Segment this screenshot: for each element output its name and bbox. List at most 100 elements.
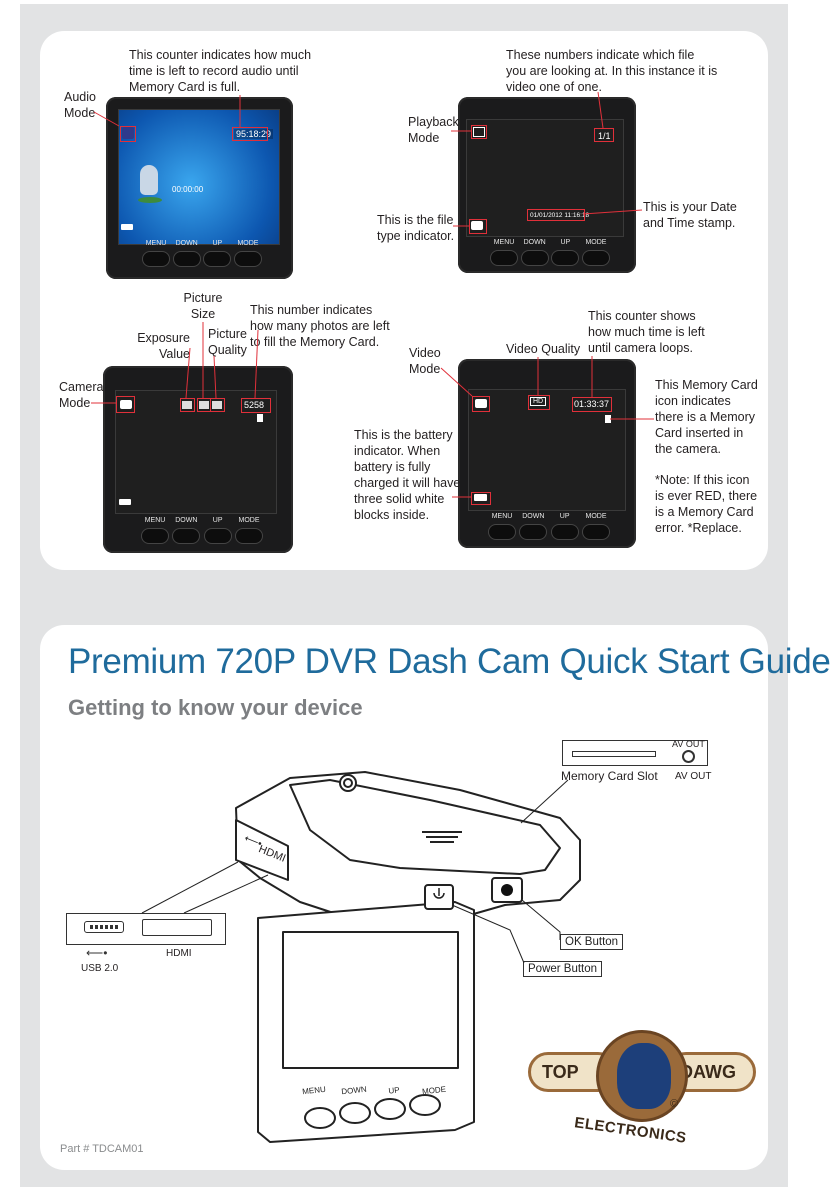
picture-quality-label: Picture Quality bbox=[208, 327, 247, 357]
up-label: UP bbox=[212, 517, 223, 524]
file-type-note: This is the file type indicator. bbox=[377, 213, 455, 243]
file-type-highlight bbox=[469, 219, 487, 234]
mode-button[interactable] bbox=[233, 251, 262, 267]
av-out-jack-icon bbox=[682, 750, 695, 763]
menu-label: MENU bbox=[144, 517, 166, 524]
menu-label: MENU bbox=[491, 513, 513, 520]
av-out-label: AV OUT bbox=[675, 771, 712, 782]
video-quality-highlight bbox=[528, 395, 550, 410]
video-button-labels: MENU DOWN UP MODE bbox=[488, 513, 610, 520]
battery-highlight bbox=[471, 492, 491, 505]
camera-mode-device: 5258 MENU DOWN UP MODE bbox=[103, 366, 293, 553]
playback-counter-readout: 1/1 bbox=[598, 131, 611, 141]
audio-time-highlight bbox=[232, 127, 268, 141]
memory-card-icon bbox=[257, 414, 263, 422]
down-label: DOWN bbox=[522, 513, 545, 520]
up-button[interactable] bbox=[551, 250, 580, 266]
down-label: DOWN bbox=[523, 239, 546, 246]
photos-left-note: This number indicates how many photos ar… bbox=[250, 303, 390, 349]
picture-quality-icon bbox=[212, 401, 222, 409]
mode-button[interactable] bbox=[581, 250, 610, 266]
battery-icon bbox=[121, 224, 133, 230]
flap-button-labels: MENU DOWN UP MODE bbox=[300, 1084, 448, 1097]
menu-label: MENU bbox=[493, 239, 515, 246]
video-mode-device: HD 01:33:37 MENU DOWN UP MODE bbox=[458, 359, 636, 548]
menu-button[interactable] bbox=[490, 250, 518, 266]
battery-icon bbox=[474, 494, 487, 501]
camera-screen bbox=[115, 390, 277, 514]
exposure-highlight bbox=[180, 398, 195, 412]
loop-time-highlight bbox=[572, 397, 612, 412]
video-mode-label: Video Mode bbox=[409, 346, 441, 376]
hdmi-port-icon bbox=[142, 919, 212, 936]
mode-label: MODE bbox=[238, 517, 260, 524]
down-label: DOWN bbox=[175, 517, 198, 524]
up-label: UP bbox=[387, 1085, 401, 1096]
mode-button[interactable] bbox=[234, 528, 263, 544]
usb-port-icon bbox=[84, 921, 124, 933]
audio-mode-highlight bbox=[120, 126, 136, 142]
top-dawg-logo: TOP DAWG ELECTRONICS © bbox=[528, 1030, 756, 1160]
menu-button[interactable] bbox=[488, 524, 516, 540]
menu-label: MENU bbox=[301, 1084, 327, 1097]
microphone-icon bbox=[140, 165, 158, 195]
playback-mode-label: Playback Mode bbox=[408, 115, 459, 145]
photo-count-readout: 5258 bbox=[244, 400, 265, 410]
logo-top-text: TOP bbox=[542, 1062, 579, 1082]
photo-count-highlight bbox=[241, 398, 271, 413]
picture-size-icon bbox=[199, 401, 209, 409]
mode-label: MODE bbox=[585, 513, 607, 520]
video-quality-label: Video Quality bbox=[506, 342, 581, 356]
av-out-small-label: AV OUT bbox=[672, 739, 705, 749]
playback-date-readout: 01/01/2012 11:16:18 bbox=[530, 212, 590, 219]
exposure-value-label: Exposure Value bbox=[137, 331, 190, 361]
picture-size-label: Picture Size bbox=[183, 291, 223, 321]
audio-time-readout: 95:18:29 bbox=[234, 129, 274, 139]
dog-head-emblem bbox=[596, 1030, 688, 1122]
playback-date-highlight bbox=[527, 209, 585, 221]
playback-mode-highlight bbox=[471, 125, 487, 139]
down-button[interactable] bbox=[520, 250, 549, 266]
hdmi-port-label: HDMI bbox=[166, 948, 192, 959]
down-label: DOWN bbox=[175, 240, 198, 247]
memory-card-slot-label: Memory Card Slot bbox=[561, 769, 658, 783]
memory-card-note: This Memory Card icon indicates there is… bbox=[655, 378, 758, 456]
camera-buttons bbox=[141, 528, 263, 544]
mode-label: MODE bbox=[585, 239, 607, 246]
loop-time-readout: 01:33:37 bbox=[574, 399, 610, 409]
audio-buttons bbox=[142, 251, 262, 267]
down-button[interactable] bbox=[172, 251, 201, 267]
microphone-stand-icon bbox=[138, 197, 162, 203]
battery-icon bbox=[119, 499, 131, 505]
down-button[interactable] bbox=[172, 528, 201, 544]
video-file-icon bbox=[471, 221, 483, 230]
down-label: DOWN bbox=[340, 1084, 368, 1097]
part-number: Part # TDCAM01 bbox=[60, 1143, 144, 1155]
exposure-icon bbox=[182, 401, 192, 409]
playback-mode-device: 1/1 01/01/2012 11:16:18 MENU DOWN UP MOD… bbox=[458, 97, 636, 273]
video-buttons bbox=[488, 524, 610, 540]
power-button-label: Power Button bbox=[523, 961, 603, 977]
up-label: UP bbox=[559, 513, 570, 520]
picture-size-highlight bbox=[197, 398, 211, 412]
playback-numbers-note: These numbers indicate which file you ar… bbox=[506, 48, 718, 94]
memory-card-slot-icon bbox=[572, 751, 656, 757]
down-button[interactable] bbox=[519, 524, 548, 540]
menu-button[interactable] bbox=[142, 251, 170, 267]
battery-note: This is the battery indicator. When batt… bbox=[354, 428, 461, 522]
loop-counter-note: This counter shows how much time is left… bbox=[588, 309, 705, 355]
playback-screen bbox=[466, 119, 624, 237]
playback-counter-highlight bbox=[594, 128, 614, 142]
up-button[interactable] bbox=[203, 528, 232, 544]
usb-symbol-icon: ⟵• bbox=[86, 946, 108, 960]
mode-button[interactable] bbox=[581, 524, 610, 540]
memory-card-icon bbox=[605, 415, 611, 423]
up-button[interactable] bbox=[203, 251, 232, 267]
ok-button-label: OK Button bbox=[560, 934, 624, 950]
video-mode-highlight bbox=[472, 396, 490, 412]
camera-mode-icon bbox=[120, 400, 132, 409]
up-button[interactable] bbox=[550, 524, 579, 540]
menu-button[interactable] bbox=[141, 528, 169, 544]
audio-button-labels: MENU DOWN UP MODE bbox=[142, 240, 262, 247]
memory-card-error-note: *Note: If this icon is ever RED, there i… bbox=[655, 473, 758, 535]
